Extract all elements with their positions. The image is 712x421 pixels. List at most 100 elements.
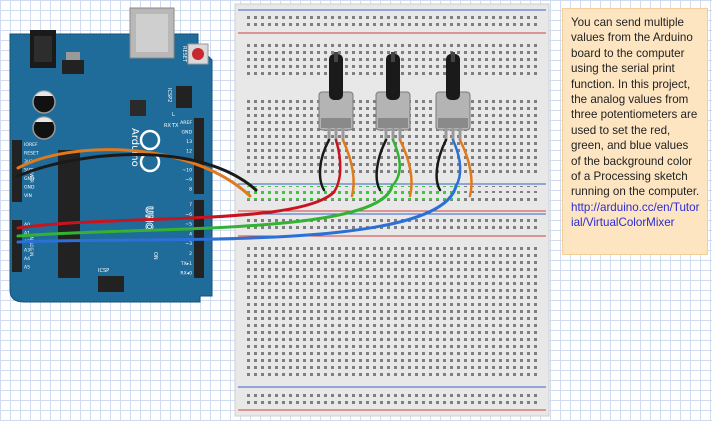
rail-holes-top-2 <box>245 21 539 28</box>
analog-header <box>12 220 22 272</box>
atmega-chip <box>58 150 80 278</box>
pot-pin <box>341 128 345 140</box>
rail-holes-mid-3 <box>245 216 539 223</box>
potentiometer-1[interactable] <box>318 52 354 140</box>
pot-base <box>438 118 468 128</box>
power-pin-label: GND <box>24 185 35 191</box>
pot3-lead-blue <box>451 138 462 188</box>
pot-pin <box>444 128 448 140</box>
digital-pin-label: ~10 <box>182 168 192 174</box>
power-pin-label: GND <box>24 176 35 182</box>
wire-red-a0 <box>16 190 336 230</box>
arduino-uno-board: RESET ICSP2 ICSP Arduino UNO ON TX RX L … <box>9 7 213 303</box>
voltage-regulator-tab <box>66 52 80 60</box>
capacitor-1-mark <box>35 91 53 96</box>
pot-pin <box>398 128 402 140</box>
digital-pin-label: 12 <box>186 149 192 155</box>
wire-blue-a2 <box>16 184 458 244</box>
digital-pin-label: 4 <box>189 231 192 237</box>
rx-label: RX <box>164 123 171 129</box>
voltage-regulator <box>62 60 84 74</box>
power-jack-inner <box>34 36 52 62</box>
wire-black-gnd <box>16 153 258 192</box>
pin-labels: IOREFRESET3V35VGNDGNDVINA0A1A2A3A4A5AREF… <box>24 120 192 277</box>
digital-pin-label: ~3 <box>185 241 192 247</box>
pot3-lead-orange <box>458 138 473 198</box>
pot-base <box>378 118 408 128</box>
on-label: ON <box>152 252 158 260</box>
digital-pin-label: GND <box>181 130 192 136</box>
digital-pin-label: ~5 <box>185 222 192 228</box>
pot1-lead-orange <box>341 138 355 198</box>
pot2-lead-black <box>375 138 388 192</box>
digital-pin-label: RX◂0 <box>180 271 192 277</box>
pot-pin <box>458 128 462 140</box>
power-pin-label: VIN <box>24 193 32 199</box>
pot-pin <box>451 128 455 140</box>
reset-label: RESET <box>181 46 187 63</box>
wire-green-a1 <box>16 184 394 238</box>
note-text: You can send multiple values from the Ar… <box>571 16 700 199</box>
potentiometer-3[interactable] <box>435 52 471 140</box>
capacitor-2 <box>32 116 56 140</box>
pot-pin <box>384 128 388 140</box>
terminal-holes-lower <box>245 244 539 377</box>
pot-pin <box>327 128 331 140</box>
power-pin-label: RESET <box>24 151 39 157</box>
digital-pin-label: ~9 <box>185 177 192 183</box>
usb-connector-inner <box>136 14 168 52</box>
pot-knob[interactable] <box>386 54 400 100</box>
tx-label: TX <box>171 123 179 129</box>
brand-text: Arduino <box>129 128 140 167</box>
digital-pin-label: 2 <box>189 251 192 257</box>
pot2-lead-orange <box>398 138 413 198</box>
digital-header-top <box>194 118 204 194</box>
analog-pin-label: A0 <box>24 222 30 228</box>
capacitor-1 <box>32 90 56 114</box>
pot1-lead-red <box>332 138 342 194</box>
wires <box>16 138 473 244</box>
pot-pin <box>334 128 338 140</box>
potentiometers <box>318 52 471 140</box>
power-pin-label: 5V <box>24 168 31 174</box>
analog-pin-label: A1 <box>24 231 30 237</box>
analog-pin-label: A4 <box>24 256 30 262</box>
digital-pin-label: 7 <box>189 202 192 208</box>
wire-orange-5v <box>16 148 252 198</box>
pot-pin <box>391 128 395 140</box>
rail-holes-top-1 <box>245 13 539 20</box>
analog-pin-label: A5 <box>24 265 30 271</box>
reset-button[interactable] <box>192 48 204 60</box>
pot1-lead-black <box>318 138 331 192</box>
pot-knob[interactable] <box>329 54 343 100</box>
capacitor-2-mark <box>35 117 53 122</box>
pot-knob-slot <box>334 52 338 62</box>
icsp-label: ICSP <box>98 268 109 274</box>
pot-knob-slot <box>391 52 395 62</box>
digital-pin-label: TX▸1 <box>180 261 192 267</box>
l-label: L <box>172 112 175 118</box>
digital-pin-label: ~6 <box>185 212 192 218</box>
pot-knob-slot <box>451 52 455 62</box>
analog-pin-label: A3 <box>24 248 30 254</box>
pot3-lead-black <box>435 138 448 192</box>
pot-base <box>321 118 351 128</box>
rail-holes-bottom-2 <box>245 398 539 405</box>
digital-pin-label: AREF <box>180 120 192 126</box>
project-description-note: You can send multiple values from the Ar… <box>562 8 708 255</box>
pot-knob[interactable] <box>446 54 460 100</box>
icsp2-header <box>176 86 192 108</box>
power-header <box>12 140 22 202</box>
usb-chip <box>130 100 146 116</box>
icsp-header <box>98 276 124 292</box>
potentiometer-2[interactable] <box>375 52 411 140</box>
power-pin-label: IOREF <box>24 142 38 148</box>
pot2-lead-green <box>390 138 401 188</box>
rail-holes-mid-4 <box>245 224 539 231</box>
digital-pin-label: 8 <box>189 187 192 193</box>
icsp2-label: ICSP2 <box>166 88 172 102</box>
tutorial-link[interactable]: http://arduino.cc/en/Tutorial/VirtualCol… <box>571 200 700 230</box>
rail-holes-bottom-1 <box>245 390 539 397</box>
digital-pin-label: 13 <box>186 139 192 145</box>
